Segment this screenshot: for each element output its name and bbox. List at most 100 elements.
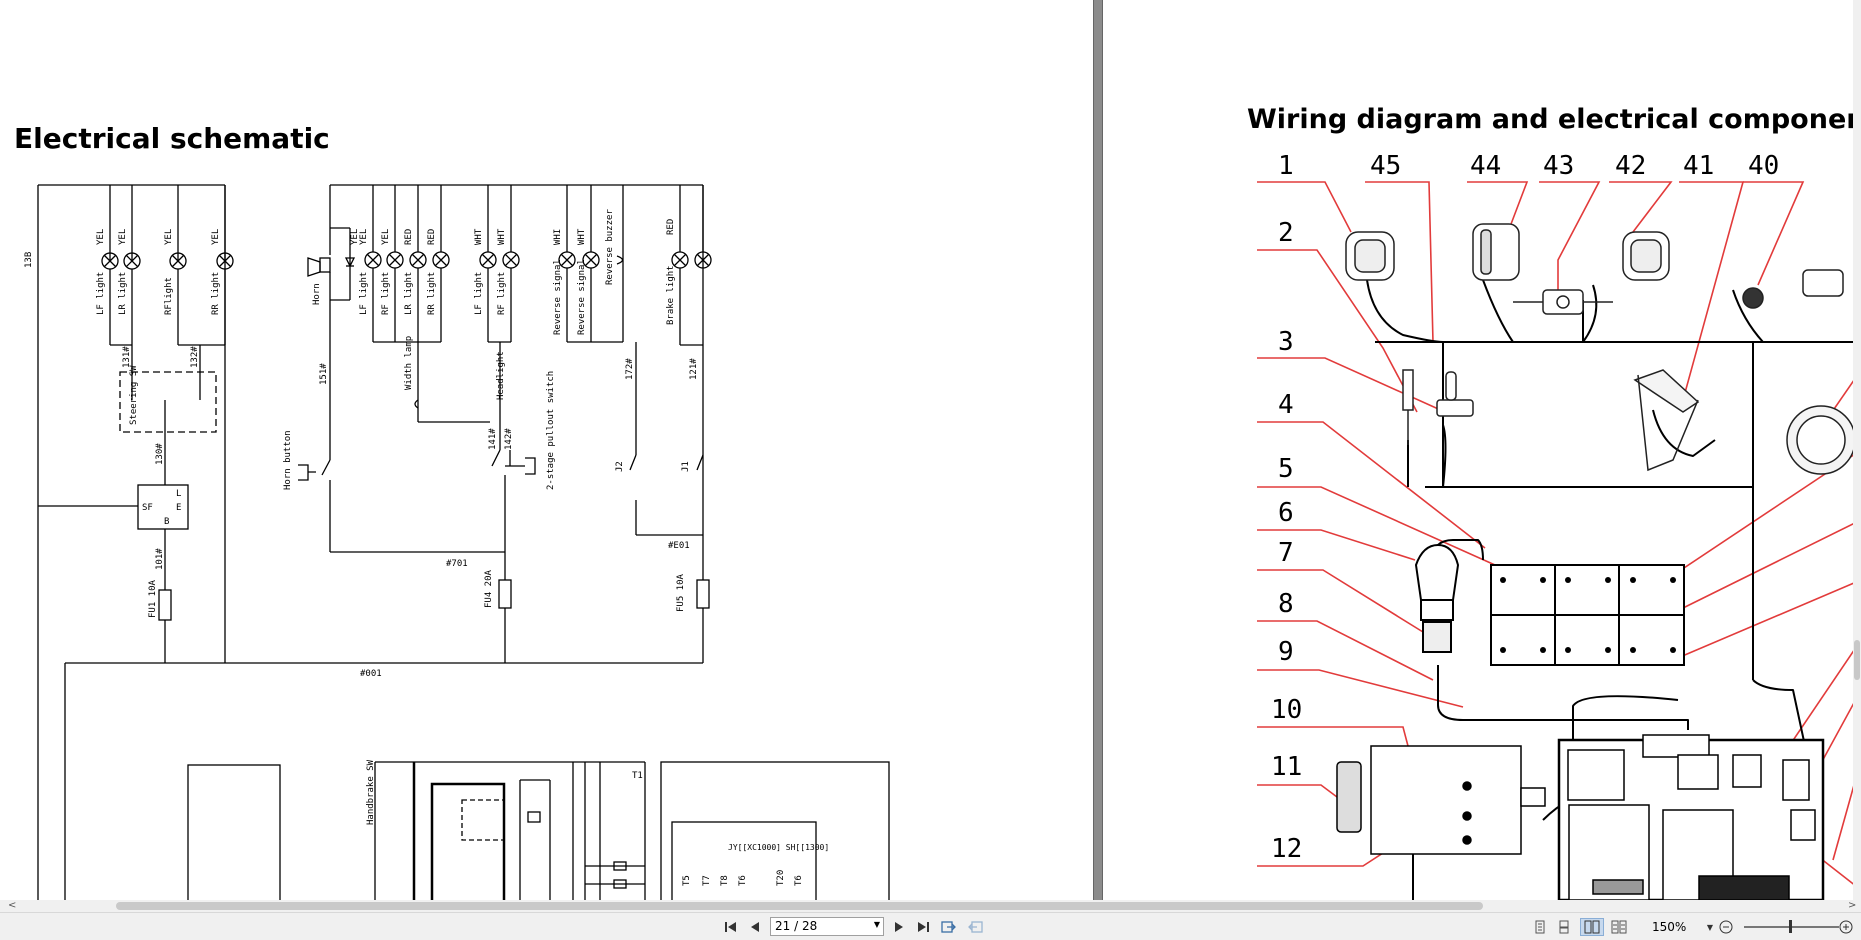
svg-text:151#: 151#	[319, 363, 329, 385]
go-back-view-button[interactable]	[940, 918, 958, 936]
svg-text:WHT: WHT	[474, 228, 484, 245]
svg-text:WHI: WHI	[553, 229, 563, 245]
controller-box	[671, 821, 817, 900]
svg-text:FU4 20A: FU4 20A	[484, 569, 494, 608]
continuous-page-icon	[1559, 920, 1569, 934]
zoom-out-button[interactable]	[1718, 918, 1734, 936]
last-page-button[interactable]	[914, 918, 932, 936]
continuous-view-button[interactable]	[1556, 918, 1572, 936]
svg-text:YEL: YEL	[118, 229, 128, 245]
callout-45: 45	[1370, 151, 1401, 181]
svg-text:LF light: LF light	[96, 272, 106, 315]
svg-text:FU1 10A: FU1 10A	[148, 579, 158, 618]
lamp-group-2	[364, 185, 490, 423]
zoom-dropdown-icon[interactable]: ▼	[1706, 922, 1714, 932]
callout-11: 11	[1271, 752, 1302, 782]
motor	[1370, 745, 1522, 855]
horizontal-scroll-thumb[interactable]	[116, 902, 1483, 910]
svg-text:T6: T6	[794, 875, 804, 886]
page-title: Electrical schematic	[14, 122, 330, 155]
svg-text:141#: 141#	[488, 428, 498, 450]
single-page-view-button[interactable]	[1532, 918, 1548, 936]
vertical-scrollbar[interactable]	[1853, 0, 1861, 900]
svg-text:RED: RED	[666, 219, 676, 235]
callout-12: 12	[1271, 834, 1302, 864]
zoom-in-button[interactable]	[1838, 918, 1854, 936]
callout-10: 10	[1271, 695, 1302, 725]
svg-text:B: B	[164, 517, 169, 527]
svg-text:RED: RED	[427, 229, 437, 245]
svg-text:Horn: Horn	[312, 283, 322, 305]
two-page-view-button[interactable]	[1580, 918, 1604, 936]
callout-4: 4	[1278, 390, 1294, 420]
svg-text:101#: 101#	[155, 548, 165, 570]
fuse-fu5	[696, 579, 710, 609]
svg-text:YEL: YEL	[381, 229, 391, 245]
callout-44: 44	[1470, 151, 1501, 181]
svg-text:RF light: RF light	[381, 272, 391, 315]
callout-9: 9	[1278, 637, 1294, 667]
svg-text:YEL: YEL	[164, 229, 174, 245]
callout-40: 40	[1748, 151, 1779, 181]
svg-text:YEL: YEL	[211, 229, 221, 245]
right-page: Wiring diagram and electrical components…	[1103, 0, 1861, 900]
svg-text:J2: J2	[615, 461, 625, 472]
svg-text:121#: 121#	[689, 358, 699, 380]
callout-5: 5	[1278, 454, 1294, 484]
svg-text:Horn button: Horn button	[283, 430, 293, 490]
prev-page-button[interactable]	[746, 918, 764, 936]
next-page-button[interactable]	[890, 918, 908, 936]
svg-text:Brake light: Brake light	[666, 265, 676, 325]
page-dropdown-icon[interactable]: ▼	[873, 920, 880, 929]
scroll-right-arrow-icon[interactable]: >	[1848, 900, 1857, 911]
svg-text:LF light: LF light	[474, 272, 484, 315]
label-wire-13b: 13B	[24, 252, 34, 268]
scroll-left-arrow-icon[interactable]: <	[8, 900, 17, 911]
go-forward-view-icon	[968, 921, 983, 933]
svg-text:142#: 142#	[504, 428, 514, 450]
callout-6: 6	[1278, 498, 1294, 528]
go-forward-view-button[interactable]	[966, 918, 984, 936]
first-page-button[interactable]	[722, 918, 740, 936]
svg-text:172#: 172#	[625, 358, 635, 380]
svg-text:RFlight: RFlight	[164, 277, 174, 315]
lower-box-1	[187, 764, 281, 900]
vertical-scroll-thumb[interactable]	[1854, 640, 1860, 680]
lamp-group-5	[671, 185, 712, 609]
svg-text:T20: T20	[776, 870, 786, 886]
horizontal-scrollbar[interactable]: < >	[0, 900, 1861, 912]
svg-text:RR light: RR light	[427, 272, 437, 315]
zoom-slider-handle[interactable]	[1789, 920, 1792, 933]
svg-text:WHT: WHT	[497, 228, 507, 245]
lamp-group-3	[479, 185, 536, 663]
callout-42: 42	[1615, 151, 1646, 181]
key-switch	[1414, 543, 1460, 653]
lamp-group-4	[558, 185, 703, 536]
callout-7: 7	[1278, 538, 1294, 568]
svg-text:Headlight: Headlight	[496, 351, 506, 400]
callout-8: 8	[1278, 589, 1294, 619]
steering-switch	[119, 371, 217, 433]
svg-text:T8: T8	[720, 875, 730, 886]
svg-text:SF: SF	[142, 503, 153, 513]
svg-text:Reverse signal: Reverse signal	[553, 259, 563, 335]
two-page-continuous-button[interactable]	[1610, 918, 1628, 936]
zoom-in-icon	[1839, 920, 1853, 934]
callout-43: 43	[1543, 151, 1574, 181]
svg-text:132#: 132#	[190, 346, 200, 368]
wiring-diagram: 1 2 3 4 5 6 7 8 9 10 11 12 45 44 43 42 4…	[1257, 151, 1861, 900]
flasher-relay	[137, 484, 189, 530]
svg-text:130#: 130#	[155, 443, 165, 465]
callout-1: 1	[1278, 151, 1294, 181]
svg-text:#701: #701	[446, 559, 468, 569]
navigation-toolbar: 21 / 28 ▼ 150% ▼	[0, 912, 1861, 940]
svg-text:L: L	[176, 489, 181, 499]
zoom-level[interactable]: 150%	[1652, 920, 1687, 934]
relay-box	[430, 782, 506, 900]
callout-3: 3	[1278, 327, 1294, 357]
svg-text:T5: T5	[682, 875, 692, 886]
page-indicator: 21 / 28	[775, 919, 818, 933]
svg-text:JY[[XC1000] SH[[1300]: JY[[XC1000] SH[[1300]	[728, 843, 829, 852]
left-page: Electrical schematic	[0, 0, 1093, 900]
page-number-input[interactable]: 21 / 28 ▼	[770, 917, 884, 936]
